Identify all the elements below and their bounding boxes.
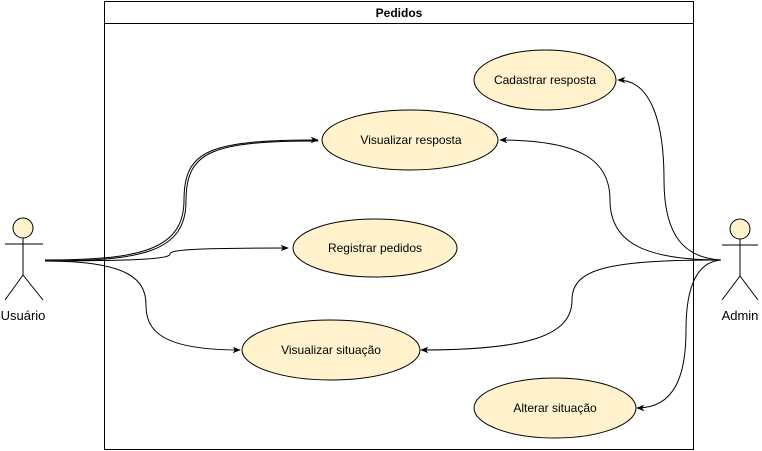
use-case-ellipse (292, 218, 458, 278)
use-case-label: Registrar pedidos (328, 241, 422, 255)
edge-user-registrar-pedidos (44, 244, 289, 262)
use-case-visualizar-situacao[interactable]: Visualizar situação (241, 319, 421, 381)
user-associations (44, 136, 319, 354)
edge-admin-alterar-situacao (636, 259, 722, 412)
actor-right-leg (739, 275, 759, 301)
system-frame (104, 1, 694, 450)
actor-usuario[interactable]: Usuário (1, 217, 46, 323)
use-case-label: Visualizar situação (281, 343, 381, 357)
actor-right-leg (22, 274, 44, 301)
actor-admin[interactable]: Admin (721, 218, 759, 323)
use-case-cadastrar-resposta[interactable]: Cadastrar resposta (473, 49, 617, 111)
actor-left-leg (4, 274, 24, 301)
use-case-ellipse (241, 319, 421, 381)
use-case-label: Cadastrar resposta (494, 73, 596, 87)
actor-left-leg (721, 275, 741, 301)
use-case-alterar-situacao[interactable]: Alterar situação (473, 377, 637, 439)
edge-admin-cadastrar-resposta (617, 76, 722, 261)
use-case-label: Alterar situação (513, 401, 597, 415)
actor-head (729, 218, 751, 240)
use-case-ellipse (473, 377, 637, 439)
edge-admin-visualizar-resposta (499, 136, 722, 261)
use-case-label: Visualizar resposta (360, 133, 461, 147)
edge-user-visualizar-resposta (44, 136, 319, 261)
edge-admin-visualizar-situacao (420, 259, 722, 354)
admin-associations (420, 76, 722, 412)
use-case-registrar-pedidos[interactable]: Registrar pedidos (292, 218, 458, 278)
system-boundary: Pedidos (104, 1, 694, 450)
actor-label: Admin (722, 308, 759, 323)
use-case-visualizar-resposta[interactable]: Visualizar resposta (321, 109, 499, 171)
use-case-ellipse (321, 109, 499, 171)
use-case-ellipse (473, 49, 617, 111)
actor-label: Usuário (1, 308, 46, 323)
edge-user-visualizar-resposta-shadow (44, 140, 319, 262)
edge-user-visualizar-situacao (44, 260, 241, 354)
actor-head (12, 217, 34, 239)
system-title: Pedidos (376, 6, 423, 20)
